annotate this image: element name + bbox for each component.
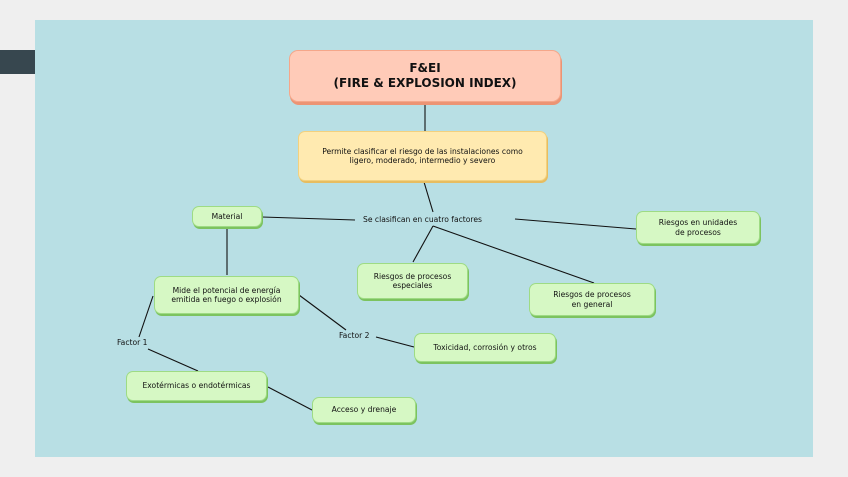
link-factor1-exo [147,348,199,372]
slide-side-bar [0,50,35,74]
link-hub-general [432,225,595,284]
factor1-label[interactable]: Factor 1 [117,338,148,347]
link-energy-factor2 [298,294,347,331]
node-process-units[interactable]: Riesgos en unidades de procesos [636,211,760,244]
link-exo-access [267,386,313,411]
hub-label[interactable]: Se clasifican en cuatro factores [363,215,482,224]
node-material[interactable]: Material [192,206,262,227]
factor2-label[interactable]: Factor 2 [339,331,370,340]
link-hub-special [412,225,434,263]
node-exo-endo[interactable]: Exotérmicas o endotérmicas [126,371,267,401]
title-node[interactable]: F&EI (FIRE & EXPLOSION INDEX) [289,50,561,102]
description-node[interactable]: Permite clasificar el riesgo de las inst… [298,131,547,181]
link-energy-factor1 [138,295,154,338]
node-access-drainage[interactable]: Acceso y drenaje [312,397,416,423]
link-material-hub [261,216,356,221]
node-general-processes[interactable]: Riesgos de procesos en general [529,283,655,316]
link-factor2-toxicity [375,336,415,348]
node-toxicity[interactable]: Toxicidad, corrosión y otros [414,333,556,362]
node-special-processes[interactable]: Riesgos de procesos especiales [357,263,468,299]
link-description-hub [423,181,434,213]
node-energy-potential[interactable]: Mide el potencial de energía emitida en … [154,276,299,314]
link-hub-process-units [514,218,637,230]
